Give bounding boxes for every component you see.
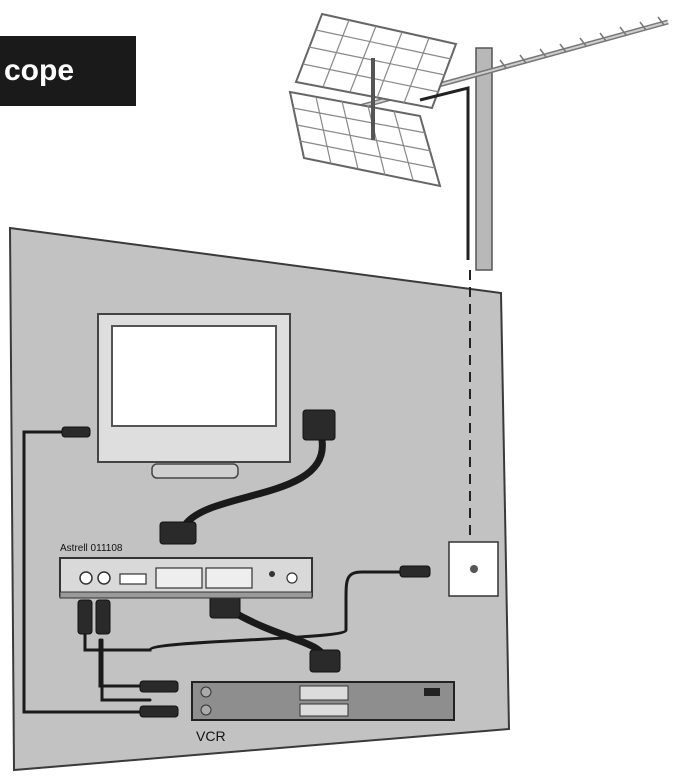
receiver-icon — [59, 557, 313, 599]
scart-cable-tv-receiver — [181, 436, 326, 529]
antenna-mast — [475, 47, 493, 271]
tv-screen — [111, 325, 277, 427]
rca-plug-icon — [61, 426, 431, 718]
antenna-reflector-lower — [288, 90, 442, 188]
vcr-label: VCR — [196, 728, 226, 744]
tv-stand — [151, 463, 239, 479]
rca-cable-left — [22, 430, 152, 714]
tv-icon — [97, 313, 291, 479]
vcr-icon — [191, 681, 455, 721]
rca-cable-middle — [98, 638, 152, 688]
coax-cable-socket-receiver — [83, 570, 417, 652]
scart-plug-icon — [159, 409, 341, 673]
antenna-reflector-upper — [294, 12, 458, 110]
rca-cable-right — [100, 638, 152, 702]
antenna-icon — [288, 12, 669, 271]
wall-socket-icon — [448, 541, 499, 597]
receiver-label: Astrell 011108 — [60, 543, 123, 554]
antenna-cable — [419, 86, 470, 260]
page-title: cope — [0, 36, 136, 106]
